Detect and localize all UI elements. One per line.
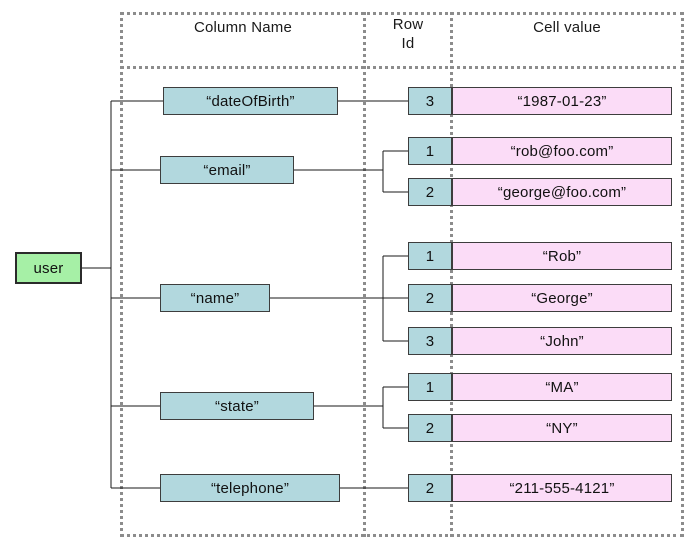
column-name-dateofbirth[interactable]: “dateOfBirth”: [163, 87, 338, 115]
cell-value-state-0[interactable]: “MA”: [452, 373, 672, 401]
column-name-email[interactable]: “email”: [160, 156, 294, 184]
row-id-email-1[interactable]: 2: [408, 178, 452, 206]
column-separator-1: [363, 12, 366, 537]
row-id-dateofbirth-0[interactable]: 3: [408, 87, 452, 115]
cell-value-telephone-0[interactable]: “211-555-4121”: [452, 474, 672, 502]
row-id-state-0[interactable]: 1: [408, 373, 452, 401]
header-column-name: Column Name: [193, 19, 293, 36]
header-row-id-line2: Id: [401, 35, 415, 52]
table-outer-frame: [120, 12, 684, 537]
cell-value-name-2[interactable]: “John”: [452, 327, 672, 355]
row-id-email-0[interactable]: 1: [408, 137, 452, 165]
cell-value-email-0[interactable]: “rob@foo.com”: [452, 137, 672, 165]
header-separator: [120, 66, 684, 69]
header-row-id-line1: Row: [392, 16, 424, 33]
column-name-telephone[interactable]: “telephone”: [160, 474, 340, 502]
cell-value-name-0[interactable]: “Rob”: [452, 242, 672, 270]
column-name-state[interactable]: “state”: [160, 392, 314, 420]
row-id-name-2[interactable]: 3: [408, 327, 452, 355]
cell-value-dateofbirth-0[interactable]: “1987-01-23”: [452, 87, 672, 115]
cell-value-state-1[interactable]: “NY”: [452, 414, 672, 442]
row-id-telephone-0[interactable]: 2: [408, 474, 452, 502]
cell-value-name-1[interactable]: “George”: [452, 284, 672, 312]
header-row-id: Row Id: [369, 15, 447, 53]
cell-value-email-1[interactable]: “george@foo.com”: [452, 178, 672, 206]
entity-node-user[interactable]: user: [15, 252, 82, 284]
row-id-name-1[interactable]: 2: [408, 284, 452, 312]
row-id-state-1[interactable]: 2: [408, 414, 452, 442]
column-name-name[interactable]: “name”: [160, 284, 270, 312]
column-separator-2: [450, 12, 453, 537]
header-cell-value: Cell value: [533, 19, 601, 36]
row-id-name-0[interactable]: 1: [408, 242, 452, 270]
